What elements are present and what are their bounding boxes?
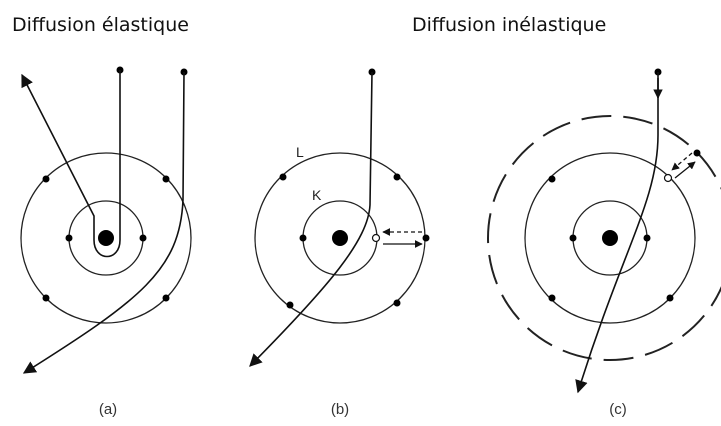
electron [422, 234, 430, 242]
electron [299, 234, 307, 242]
electron [569, 234, 577, 242]
panel-c: (c) [487, 68, 721, 418]
panel-a: (a) [20, 66, 192, 418]
vacancy [663, 173, 673, 183]
emitted-photon [674, 161, 696, 179]
electron [65, 234, 73, 242]
electron [139, 234, 147, 242]
vacancy [371, 233, 381, 243]
electron [643, 234, 651, 242]
electron-trajectory [575, 72, 659, 394]
electron [162, 294, 170, 302]
electron [286, 301, 294, 309]
deflected-trajectory [22, 71, 185, 374]
electron [666, 294, 674, 302]
outer-electron [693, 149, 701, 157]
electron [393, 173, 401, 181]
electron [279, 173, 287, 181]
panel-b-label: (b) [331, 401, 349, 418]
electron [42, 294, 50, 302]
backscatter-trajectory [21, 70, 121, 258]
electron [393, 299, 401, 307]
nucleus [98, 230, 114, 246]
panel-a-label: (a) [99, 401, 117, 418]
inelastic-scattering-title: Diffusion inélastique [412, 14, 607, 36]
elastic-scattering-title: Diffusion élastique [12, 14, 189, 36]
electron-trajectory [249, 71, 373, 367]
electron [162, 175, 170, 183]
outer-shell [20, 152, 192, 324]
electron [548, 175, 556, 183]
shell-label-l: L [296, 144, 304, 160]
ionisation-shell [487, 115, 721, 361]
electron [548, 294, 556, 302]
nucleus [602, 230, 618, 246]
outer-electron-transition [671, 152, 693, 171]
electron [42, 175, 50, 183]
panel-c-label: (c) [609, 401, 627, 418]
nucleus [332, 230, 348, 246]
panel-b: L K (b) [249, 68, 430, 418]
outer-shell [524, 152, 696, 324]
shell-label-k: K [312, 187, 322, 203]
